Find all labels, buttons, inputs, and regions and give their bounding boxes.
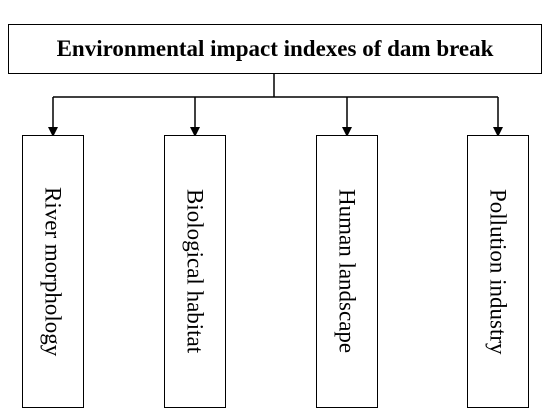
node-label: Biological habitat [182,189,208,354]
node-human-landscape: Human landscape [316,135,378,408]
node-label: River morphology [40,186,66,357]
node-pollution-industry: Pollution industry [467,135,529,408]
root-title: Environmental impact indexes of dam brea… [56,36,494,61]
root-node: Environmental impact indexes of dam brea… [8,24,542,74]
node-biological-habitat: Biological habitat [164,135,226,408]
node-river-morphology: River morphology [22,135,84,408]
node-label: Pollution industry [485,188,511,355]
node-label: Human landscape [334,189,360,354]
